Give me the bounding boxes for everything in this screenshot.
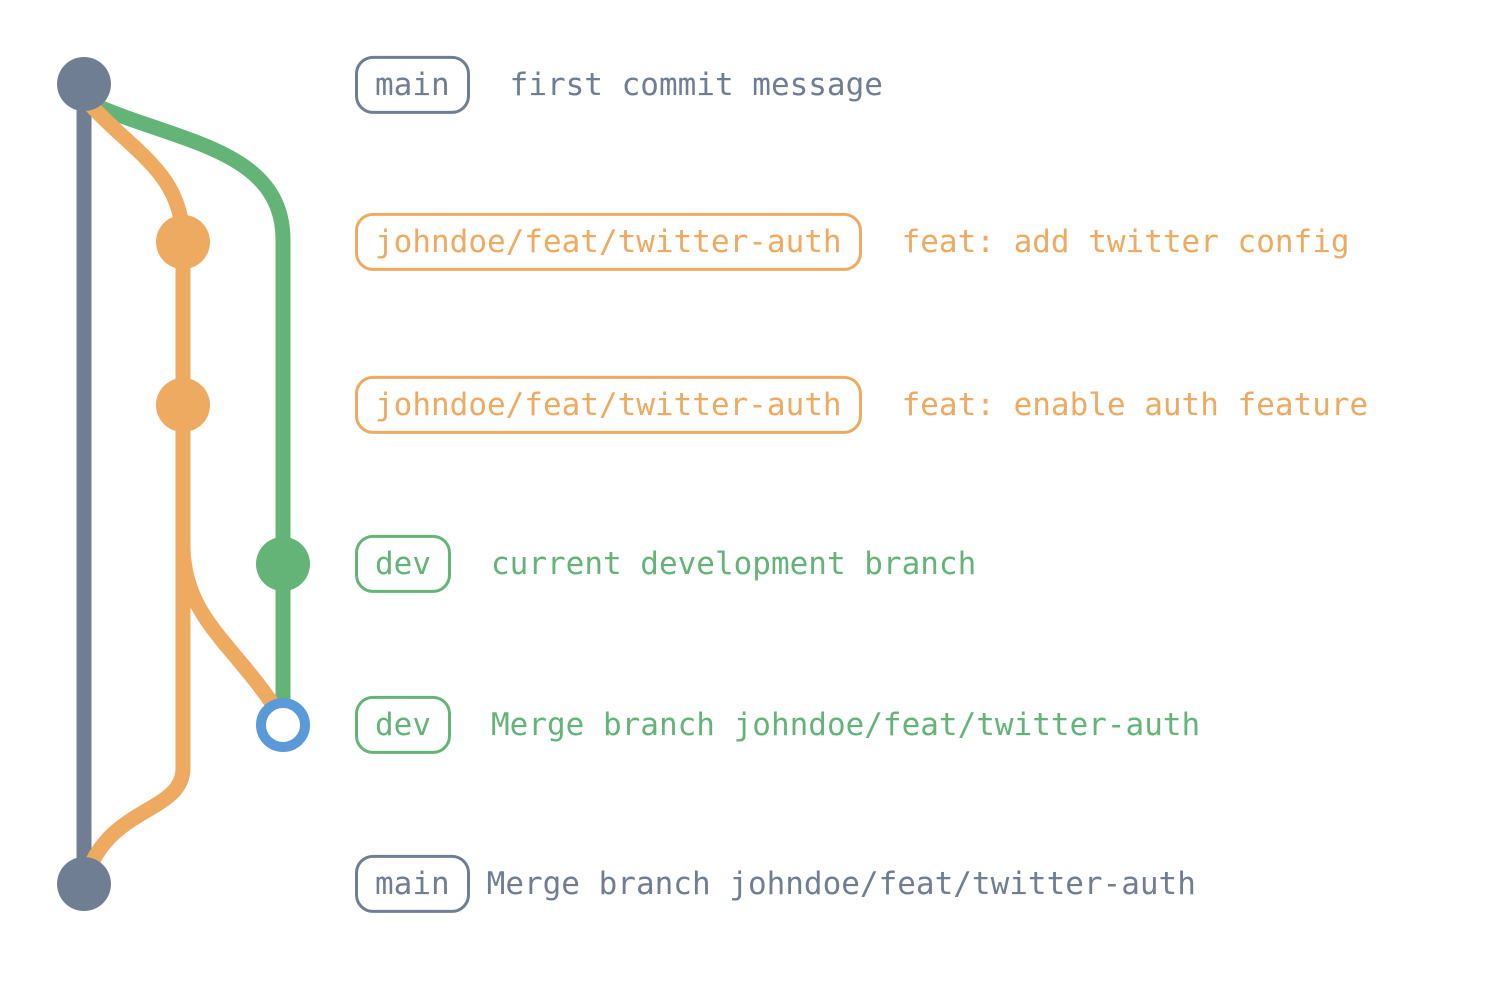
- branch-badge: johndoe/feat/twitter-auth: [355, 375, 862, 435]
- git-graph: [57, 57, 310, 911]
- commit-message: Merge branch johndoe/feat/twitter-auth: [491, 706, 1201, 743]
- branch-badge: johndoe/feat/twitter-auth: [355, 212, 862, 272]
- commit-message: current development branch: [491, 545, 977, 582]
- commit-dot-feature-1: [156, 215, 210, 269]
- commit-row: main Merge branch johndoe/feat/twitter-a…: [355, 854, 1196, 914]
- commit-message: first commit message: [509, 66, 883, 103]
- commit-dot-dev: [256, 537, 310, 591]
- commit-message: feat: enable auth feature: [901, 386, 1369, 423]
- branch-badge: main: [355, 854, 470, 914]
- branch-badge: dev: [355, 534, 451, 594]
- commit-dot-main-first: [57, 57, 111, 111]
- branch-badge: main: [355, 55, 470, 115]
- commit-row: johndoe/feat/twitter-auth feat: enable a…: [355, 375, 1369, 435]
- merge-commit-ring-dev: [256, 698, 310, 752]
- feature-merge-into-dev-line: [175, 540, 286, 720]
- branch-badge: dev: [355, 695, 451, 755]
- commit-row: dev current development branch: [355, 534, 977, 594]
- commit-row: johndoe/feat/twitter-auth feat: add twit…: [355, 212, 1350, 272]
- feature-branch-line: [80, 94, 191, 880]
- commit-message: feat: add twitter config: [901, 223, 1350, 260]
- commit-dot-feature-2: [156, 378, 210, 432]
- commit-row: dev Merge branch johndoe/feat/twitter-au…: [355, 695, 1201, 755]
- dev-branch-line: [82, 95, 291, 733]
- commit-dot-main-merge: [57, 857, 111, 911]
- commit-message: Merge branch johndoe/feat/twitter-auth: [486, 865, 1196, 902]
- commit-row: main first commit message: [355, 55, 883, 115]
